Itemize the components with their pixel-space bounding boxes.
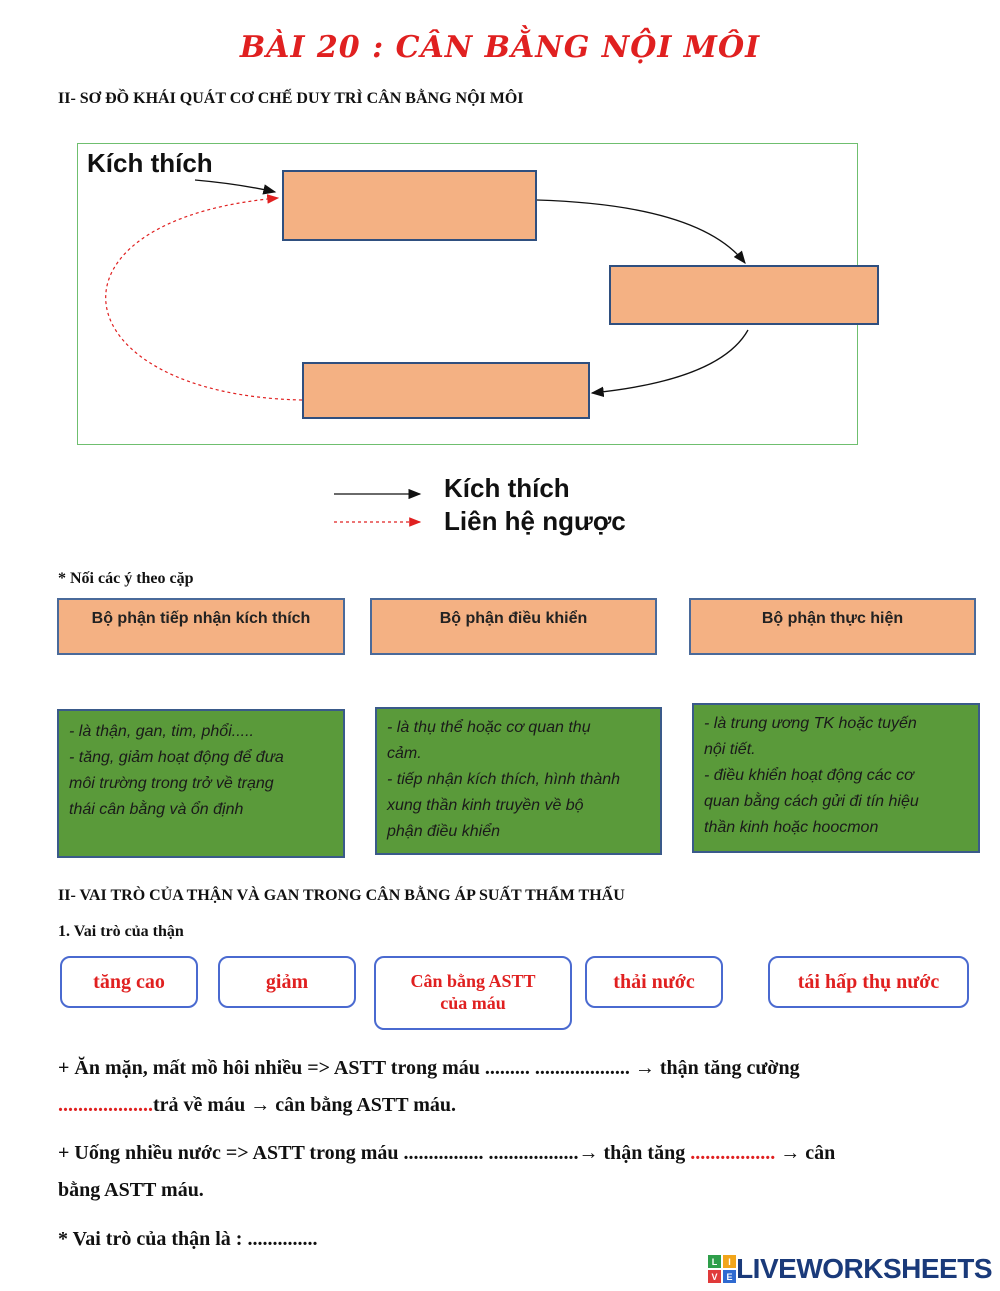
diagram-box-effector[interactable] (302, 362, 590, 419)
description-line: - tăng, giảm hoạt động để đưa (69, 749, 284, 766)
diagram-stimulus-label: Kích thích (87, 148, 213, 178)
description-line: - là thụ thể hoặc cơ quan thụ (387, 719, 591, 736)
liveworksheets-logo: L I V E LIVEWORKSHEETS (708, 1252, 992, 1286)
arrow-controller-effector (590, 329, 749, 397)
description-line: - là thận, gan, tim, phổi..... (69, 723, 254, 740)
word-can-bang-line2: của máu (440, 993, 506, 1013)
svg-text:I: I (728, 1257, 731, 1267)
description-line: thần kinh hoặc hoocmon (704, 819, 879, 836)
category-effector[interactable]: Bộ phận thực hiện (689, 598, 976, 655)
diagram-arrows (105, 179, 749, 527)
word-can-bang-line1: Cân bằng ASTT (410, 971, 536, 991)
arrow-receptor-controller (536, 199, 746, 265)
description-line: - tiếp nhận kích thích, hình thành (387, 771, 621, 788)
legend-feedback: Liên hệ ngược (444, 506, 626, 536)
word-thai-nuoc[interactable]: thải nước (585, 956, 723, 1008)
word-can-bang-astt[interactable]: Cân bằng ASTT của máu (374, 956, 572, 1030)
description-line: xung thần kinh truyền về bộ (387, 797, 584, 814)
paragraph-water-line1: + Uống nhiều nước => ASTT trong máu ....… (58, 1135, 958, 1172)
arrow-feedback (105, 194, 303, 401)
diagram-box-controller[interactable] (609, 265, 879, 325)
description-line: nội tiết. (704, 741, 756, 758)
paragraph-kidney-role: * Vai trò của thận là : .............. (58, 1228, 318, 1250)
svg-text:E: E (727, 1272, 733, 1282)
liveworksheets-logo-text: LIVEWORKSHEETS (736, 1253, 992, 1284)
paragraph-salty-line1: + Ăn mặn, mất mồ hôi nhiều => ASTT trong… (58, 1057, 800, 1079)
section1-heading: II- SƠ ĐỒ KHÁI QUÁT CƠ CHẾ DUY TRÌ CÂN B… (58, 90, 524, 107)
worksheet-title: BÀI 20 : CÂN BẰNG NỘI MÔI (239, 30, 761, 65)
description-box-2[interactable]: - là thụ thể hoặc cơ quan thụ cảm. - tiế… (375, 707, 662, 855)
legend-stimulus: Kích thích (444, 473, 570, 503)
paragraph-salty-line2: ...................trả về máu → cân bằng… (58, 1087, 958, 1124)
match-heading: * Nối các ý theo cặp (58, 570, 194, 587)
kidney-subheading: 1. Vai trò của thận (58, 923, 184, 940)
description-box-1[interactable]: - là thận, gan, tim, phổi..... - tăng, g… (57, 709, 345, 858)
svg-text:L: L (712, 1257, 718, 1267)
description-line: quan bằng cách gửi đi tín hiệu (704, 793, 919, 810)
blank-salty[interactable]: ................... (58, 1094, 153, 1116)
arrow-stimulus-in (194, 179, 277, 195)
description-line: môi trường trong trở về trạng (69, 775, 274, 792)
svg-text:V: V (712, 1272, 718, 1282)
word-tai-hap-thu-nuoc[interactable]: tái hấp thụ nước (768, 956, 969, 1008)
word-tang-cao[interactable]: tăng cao (60, 956, 198, 1008)
category-receptor[interactable]: Bộ phận tiếp nhận kích thích (57, 598, 345, 655)
description-line: cảm. (387, 745, 422, 762)
paragraph-water-end: → cân (775, 1142, 836, 1164)
diagram-box-receptor[interactable] (282, 170, 537, 241)
category-controller[interactable]: Bộ phận điều khiển (370, 598, 657, 655)
word-giam[interactable]: giảm (218, 956, 356, 1008)
description-line: thái cân bằng và ổn định (69, 801, 244, 818)
paragraph-water: + Uống nhiều nước => ASTT trong máu ....… (58, 1135, 958, 1209)
description-line: - điều khiển hoạt động các cơ (704, 767, 914, 784)
blank-water[interactable]: ................. (690, 1142, 776, 1164)
section2-heading: II- VAI TRÒ CỦA THẬN VÀ GAN TRONG CÂN BẰ… (58, 887, 625, 904)
liveworksheets-logo-icon: L I V E (708, 1255, 737, 1283)
description-box-3[interactable]: - là trung ương TK hoặc tuyến nội tiết. … (692, 703, 980, 853)
paragraph-water-line2: bằng ASTT máu. (58, 1179, 204, 1201)
description-line: phận điều khiển (387, 823, 500, 840)
description-line: - là trung ương TK hoặc tuyến (704, 715, 917, 732)
paragraph-water-start: + Uống nhiều nước => ASTT trong máu ....… (58, 1142, 691, 1164)
paragraph-salty-rest: trả về máu → cân bằng ASTT máu. (153, 1094, 457, 1116)
paragraph-salty: + Ăn mặn, mất mồ hôi nhiều => ASTT trong… (58, 1050, 958, 1124)
